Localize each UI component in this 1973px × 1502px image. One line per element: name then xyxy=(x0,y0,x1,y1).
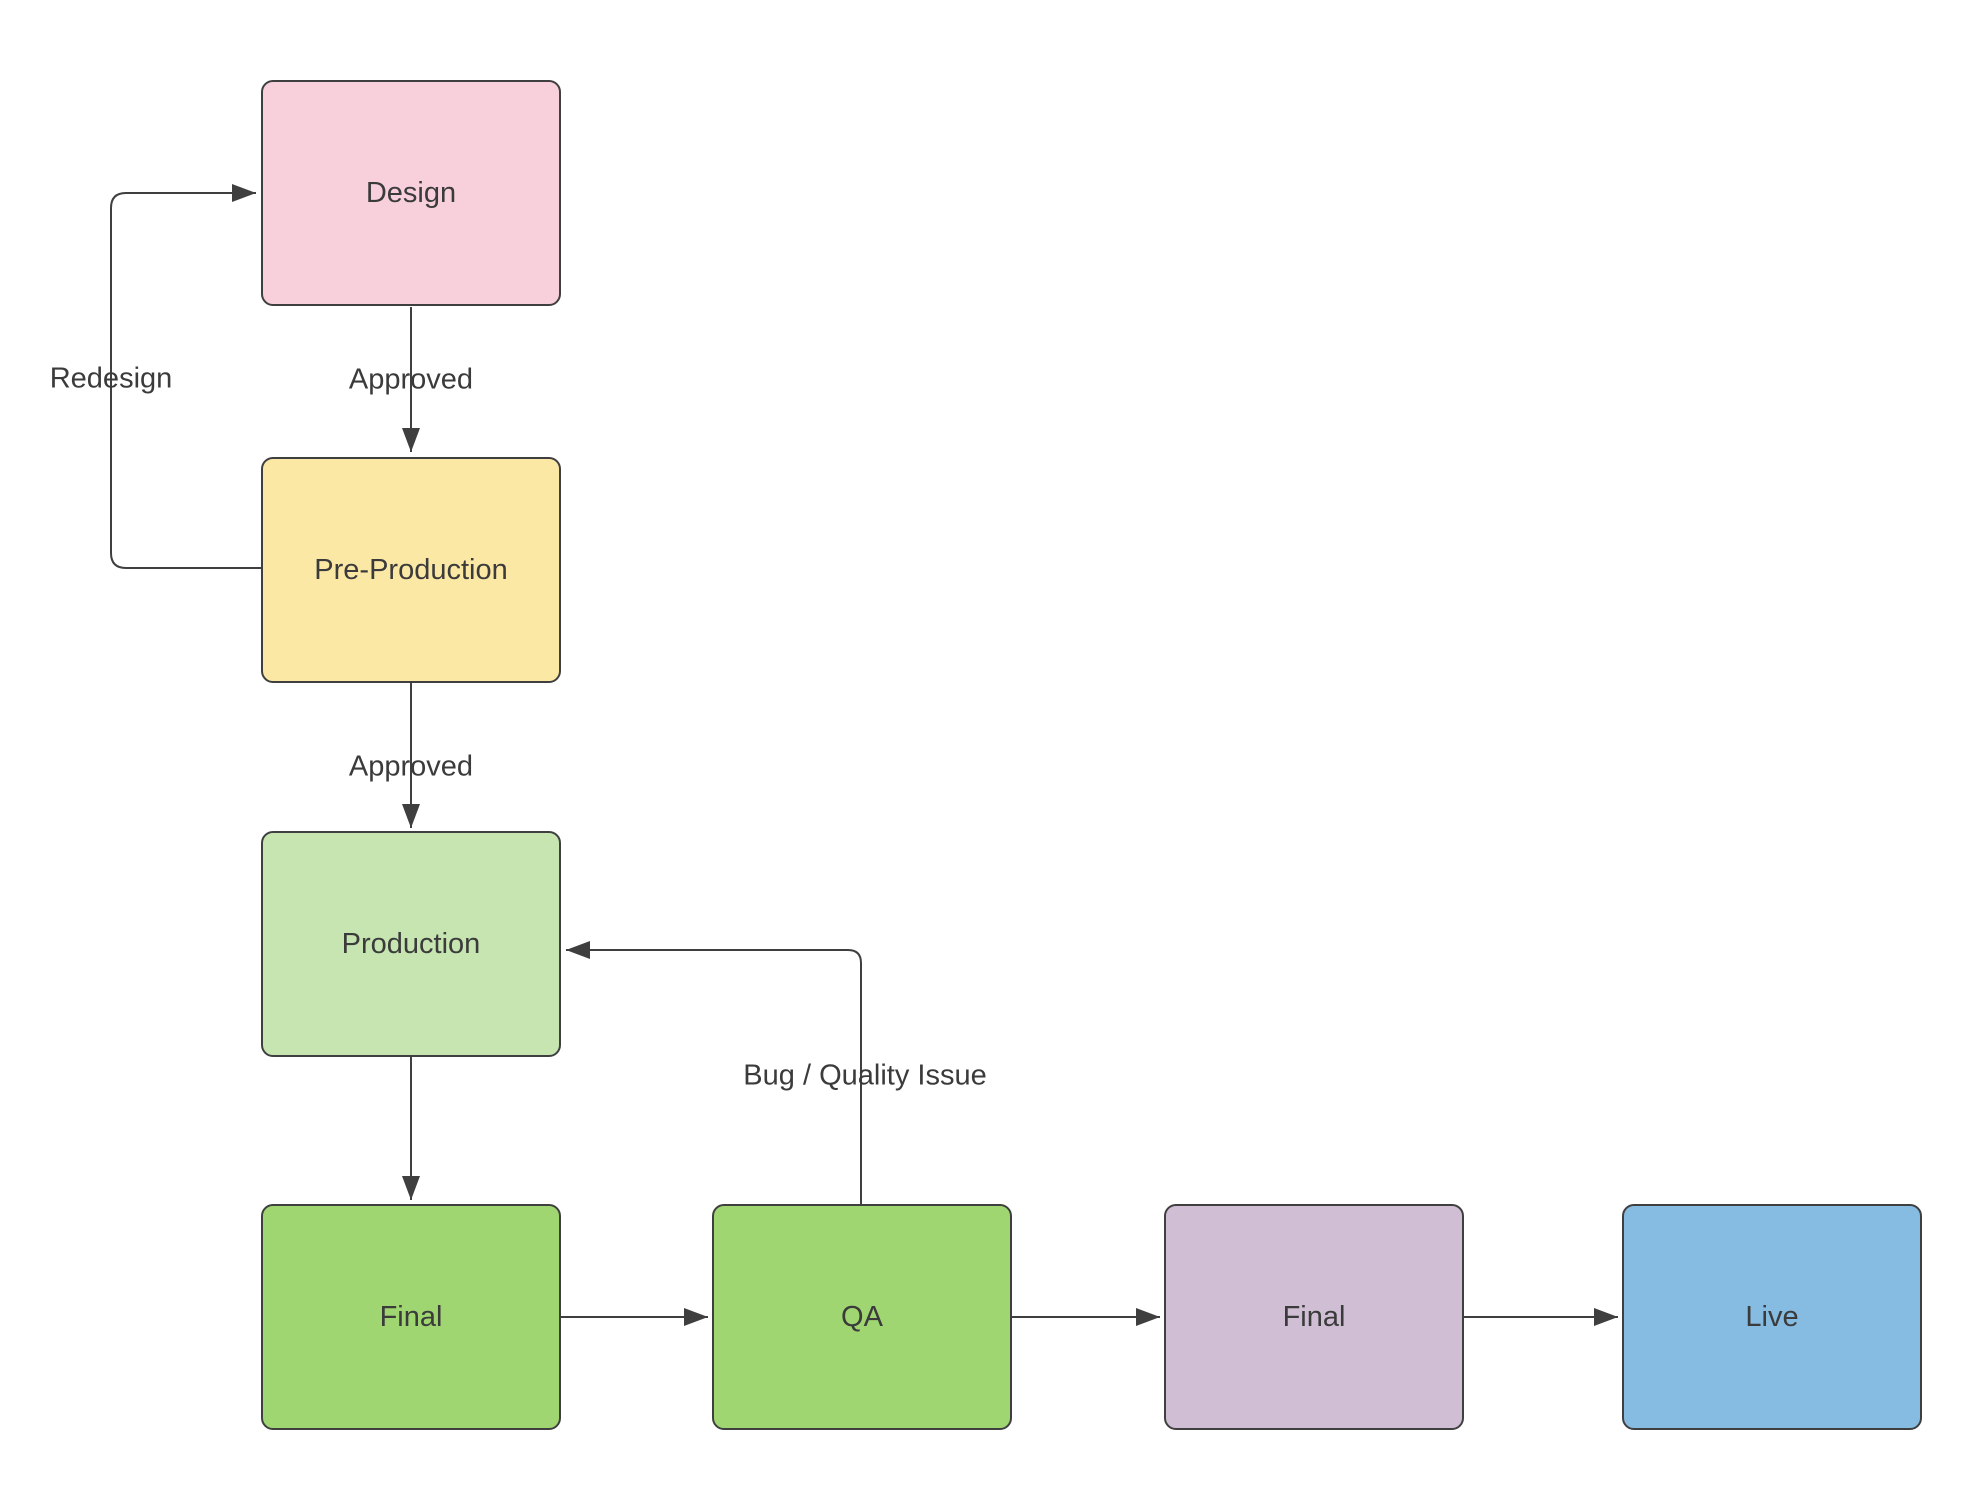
node-qa[interactable]: QA xyxy=(712,1204,1012,1430)
edge-label-bug-quality-issue: Bug / Quality Issue xyxy=(743,1059,987,1092)
node-production[interactable]: Production xyxy=(261,831,561,1057)
node-design-label: Design xyxy=(365,176,457,209)
node-final-approved-label: Final xyxy=(1282,1300,1346,1333)
node-final-approved[interactable]: Final xyxy=(1164,1204,1464,1430)
node-final-candidate[interactable]: Final xyxy=(261,1204,561,1430)
node-design[interactable]: Design xyxy=(261,80,561,306)
node-production-label: Production xyxy=(341,927,481,960)
node-live[interactable]: Live xyxy=(1622,1204,1922,1430)
edge-label-redesign: Redesign xyxy=(49,362,173,395)
node-pre-production-label: Pre-Production xyxy=(314,553,508,586)
node-pre-production[interactable]: Pre-Production xyxy=(261,457,561,683)
node-final-candidate-label: Final xyxy=(379,1300,443,1333)
edge-qa-to-production[interactable] xyxy=(566,941,862,1204)
edge-label-approved-1: Approved xyxy=(348,363,474,396)
node-live-label: Live xyxy=(1745,1300,1799,1333)
edge-preproduction-to-design[interactable] xyxy=(110,184,261,569)
edge-label-approved-2: Approved xyxy=(348,750,474,783)
node-qa-label: QA xyxy=(841,1300,883,1333)
